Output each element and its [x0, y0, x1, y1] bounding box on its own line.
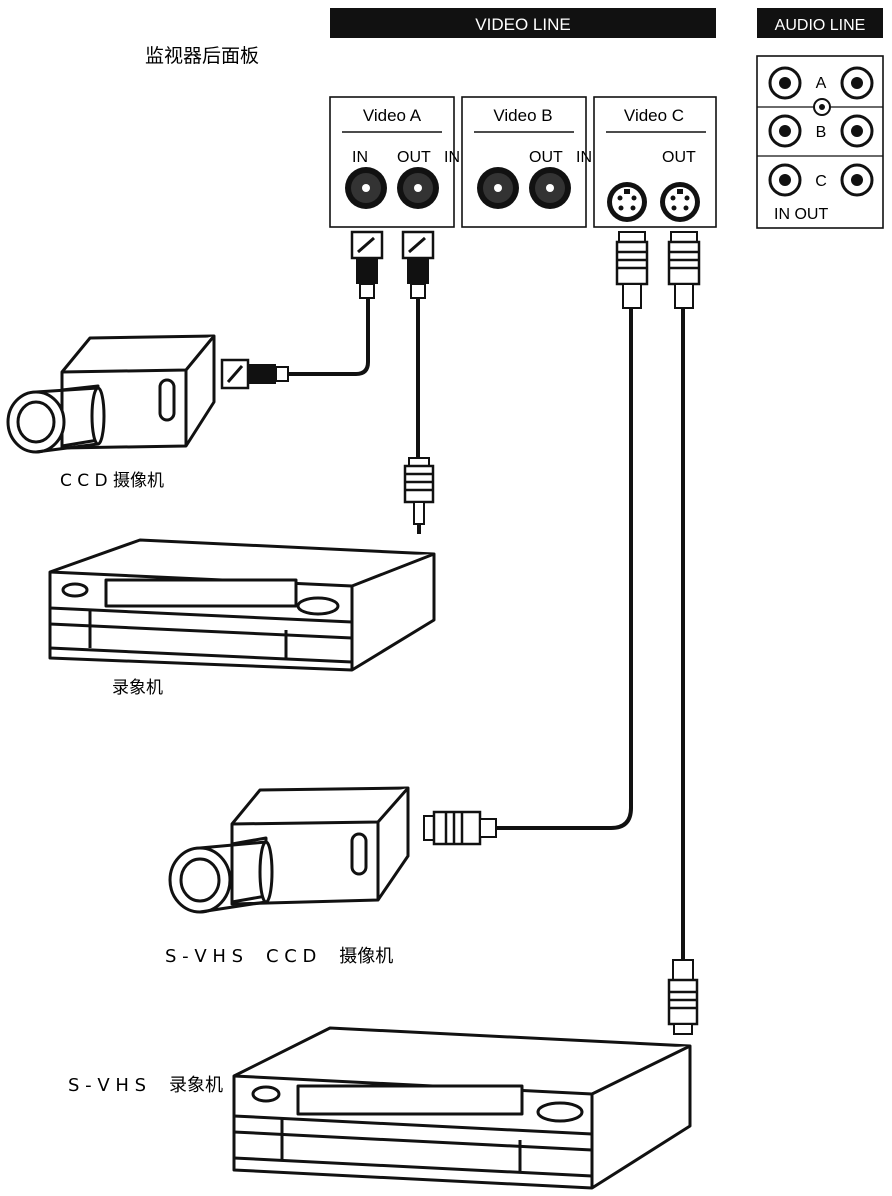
- ccd-camera: [6, 334, 216, 454]
- audio-in-out-label: IN OUT: [774, 206, 828, 223]
- audio-jack-a-in[interactable]: [768, 66, 802, 100]
- svideo-plug-in: [615, 231, 649, 309]
- bnc-in-jack-b[interactable]: [477, 167, 519, 209]
- svideo-plug-camera: [423, 810, 497, 846]
- audio-ground-terminal: [813, 98, 831, 116]
- svhs-vcr-label: S - V H S 录象机: [68, 1075, 223, 1096]
- svideo-plug-out: [667, 231, 701, 309]
- video-panel-c-title: Video C: [624, 106, 684, 125]
- svideo-in-jack-c[interactable]: [607, 182, 647, 222]
- vcr: [48, 538, 436, 672]
- bnc-plug-in: [350, 230, 384, 299]
- svhs-camera: [168, 786, 410, 914]
- svhs-camera-label: S - V H S C C D 摄像机: [165, 946, 393, 967]
- video-panel-b: Video B IN OUT: [444, 96, 587, 228]
- audio-channel-c-label: C: [815, 173, 827, 190]
- audio-line-header: AUDIO LINE: [757, 8, 883, 38]
- video-panel-b-out-label: OUT: [529, 149, 563, 166]
- cable-svhs-camera: [494, 306, 633, 830]
- audio-jack-b-out[interactable]: [840, 114, 874, 148]
- video-panel-a: Video A IN OUT: [329, 96, 455, 228]
- video-panel-c-in-label: IN: [576, 149, 592, 166]
- svhs-vcr: [232, 1026, 692, 1190]
- video-panel-c-out-label: OUT: [662, 149, 696, 166]
- video-line-label: VIDEO LINE: [475, 15, 570, 34]
- video-panel-a-out-label: OUT: [397, 149, 431, 166]
- audio-panel: A B C IN OUT: [756, 55, 884, 229]
- vcr-label: 录象机: [112, 678, 163, 698]
- video-panel-a-title: Video A: [363, 106, 422, 125]
- video-panel-c: Video C IN OUT: [576, 96, 717, 228]
- ccd-camera-label: C C D 摄像机: [60, 471, 164, 491]
- panel-title: 监视器后面板: [145, 45, 259, 67]
- cable-ccd-camera: [286, 296, 370, 376]
- audio-channel-b-label: B: [816, 124, 827, 141]
- audio-jack-c-out[interactable]: [840, 163, 874, 197]
- bnc-plug-out: [401, 230, 435, 299]
- bnc-in-jack-a[interactable]: [345, 167, 387, 209]
- rca-plug-vcr: [403, 457, 435, 534]
- svideo-out-jack-c[interactable]: [660, 182, 700, 222]
- svideo-plug-vcr: [667, 959, 699, 1035]
- cables: [286, 296, 685, 962]
- video-panel-b-in-label: IN: [444, 149, 460, 166]
- video-panel-a-in-label: IN: [352, 149, 368, 166]
- bnc-plug-camera: [220, 358, 289, 390]
- audio-line-label: AUDIO LINE: [775, 17, 866, 34]
- video-panel-b-title: Video B: [493, 106, 552, 125]
- audio-jack-c-in[interactable]: [768, 163, 802, 197]
- audio-channel-a-label: A: [816, 75, 827, 92]
- bnc-out-jack-a[interactable]: [397, 167, 439, 209]
- bnc-out-jack-b[interactable]: [529, 167, 571, 209]
- video-line-header: VIDEO LINE: [330, 8, 716, 38]
- audio-jack-a-out[interactable]: [840, 66, 874, 100]
- audio-jack-b-in[interactable]: [768, 114, 802, 148]
